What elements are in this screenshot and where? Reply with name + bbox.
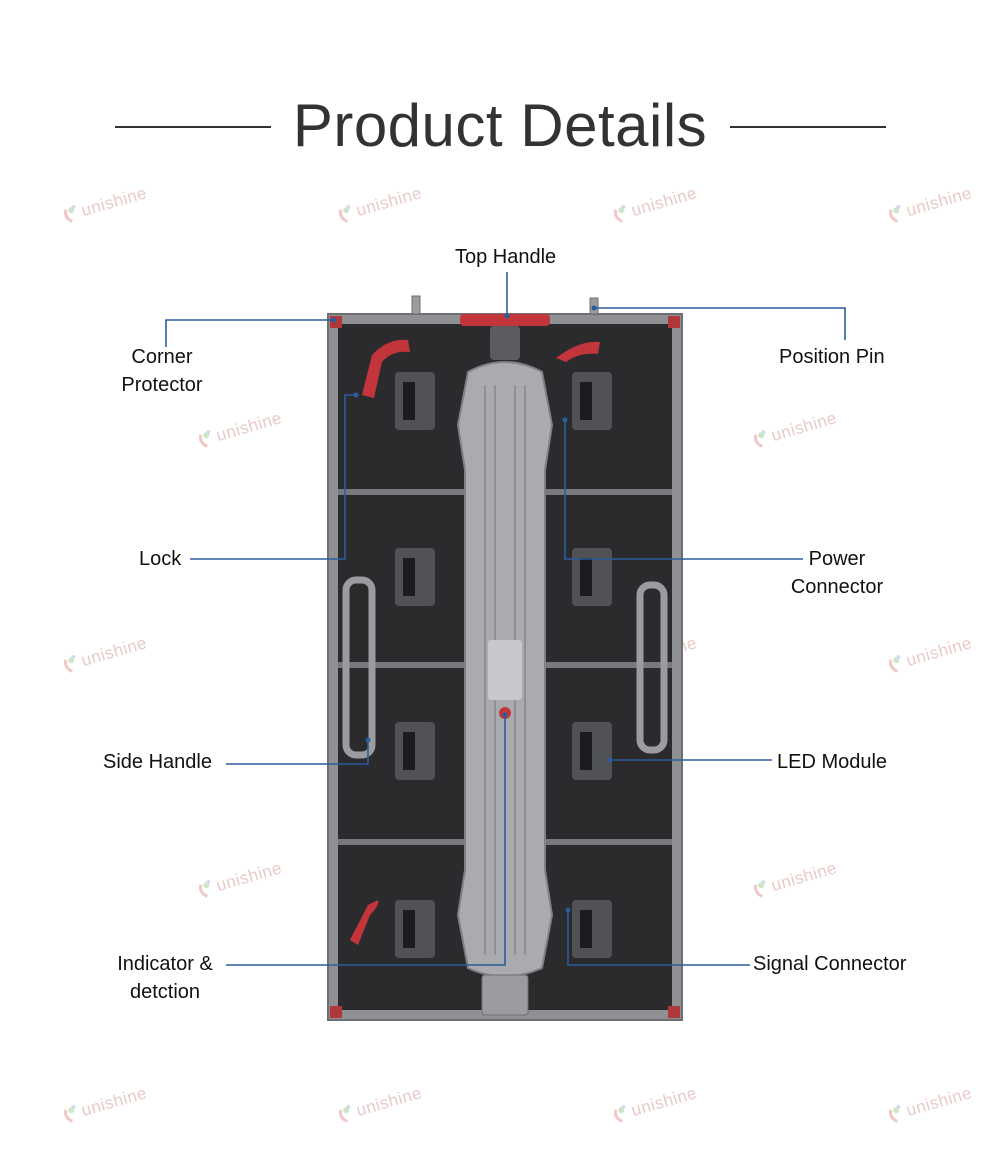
watermark-logo-icon xyxy=(889,205,901,223)
label-indicator-line2: detction xyxy=(129,981,201,1003)
side-handles xyxy=(342,576,668,759)
label-indicator-line1: Indicator & xyxy=(117,953,213,975)
spine-panel xyxy=(488,640,522,700)
top-handle-bar xyxy=(460,314,550,326)
label-power-connector-line2: Connector xyxy=(790,576,884,598)
label-top-handle: Top Handle xyxy=(455,246,557,268)
watermark: unishine xyxy=(609,183,699,227)
callout-dots xyxy=(331,305,613,913)
bottom-handle xyxy=(481,974,529,1016)
watermark: unishine xyxy=(194,408,284,452)
watermark: unishine xyxy=(884,633,974,677)
watermark: unishine xyxy=(749,858,839,902)
watermark: unishine xyxy=(884,1083,974,1127)
watermark: unishine xyxy=(59,183,149,227)
callout-lines xyxy=(165,272,846,966)
label-lock: Lock xyxy=(139,548,182,570)
label-corner-protector-line1: Corner xyxy=(131,346,193,368)
watermark: unishine xyxy=(194,858,284,902)
led-modules xyxy=(395,372,612,958)
label-signal-connector: Signal Connector xyxy=(753,953,907,975)
watermark-logo-icon xyxy=(614,205,626,223)
watermark: unishine xyxy=(59,633,149,677)
watermark: unishine xyxy=(334,183,424,227)
label-led-module: LED Module xyxy=(777,751,888,773)
label-position-pin: Position Pin xyxy=(779,346,885,368)
watermark-logo-icon xyxy=(199,880,211,898)
title-rule-right xyxy=(730,126,886,128)
watermark: unishine xyxy=(609,1083,699,1127)
title-rule-left xyxy=(115,126,271,128)
label-side-handle: Side Handle xyxy=(103,751,212,773)
watermark-logo-icon xyxy=(339,205,351,223)
watermark-logo-icon xyxy=(64,205,76,223)
title-section: Product Details xyxy=(0,88,1000,168)
label-power-connector-line1: Power xyxy=(808,548,866,570)
watermark-logo-icon xyxy=(754,880,766,898)
red-locks xyxy=(350,339,600,945)
label-corner-protector: Corner Protector xyxy=(110,343,214,399)
watermark-logo-icon xyxy=(64,1105,76,1123)
label-corner-protector-line2: Protector xyxy=(121,374,203,396)
page-title: Product Details xyxy=(292,92,708,159)
top-handle-base xyxy=(490,326,520,360)
watermark-logo-icon xyxy=(199,430,211,448)
label-indicator-detection: Indicator & detction xyxy=(106,950,224,1006)
watermark: unishine xyxy=(749,408,839,452)
watermark-logo-icon xyxy=(754,430,766,448)
watermark: unishine xyxy=(884,183,974,227)
label-power-connector: Power Connector xyxy=(782,545,892,601)
watermark: unishine xyxy=(59,1083,149,1127)
watermark: unishine xyxy=(334,1083,424,1127)
position-pins xyxy=(411,295,599,315)
watermark-logo-icon xyxy=(64,655,76,673)
watermark-logo-icon xyxy=(889,655,901,673)
watermark-logo-icon xyxy=(339,1105,351,1123)
watermark-logo-icon xyxy=(889,1105,901,1123)
watermark-logo-icon xyxy=(614,1105,626,1123)
